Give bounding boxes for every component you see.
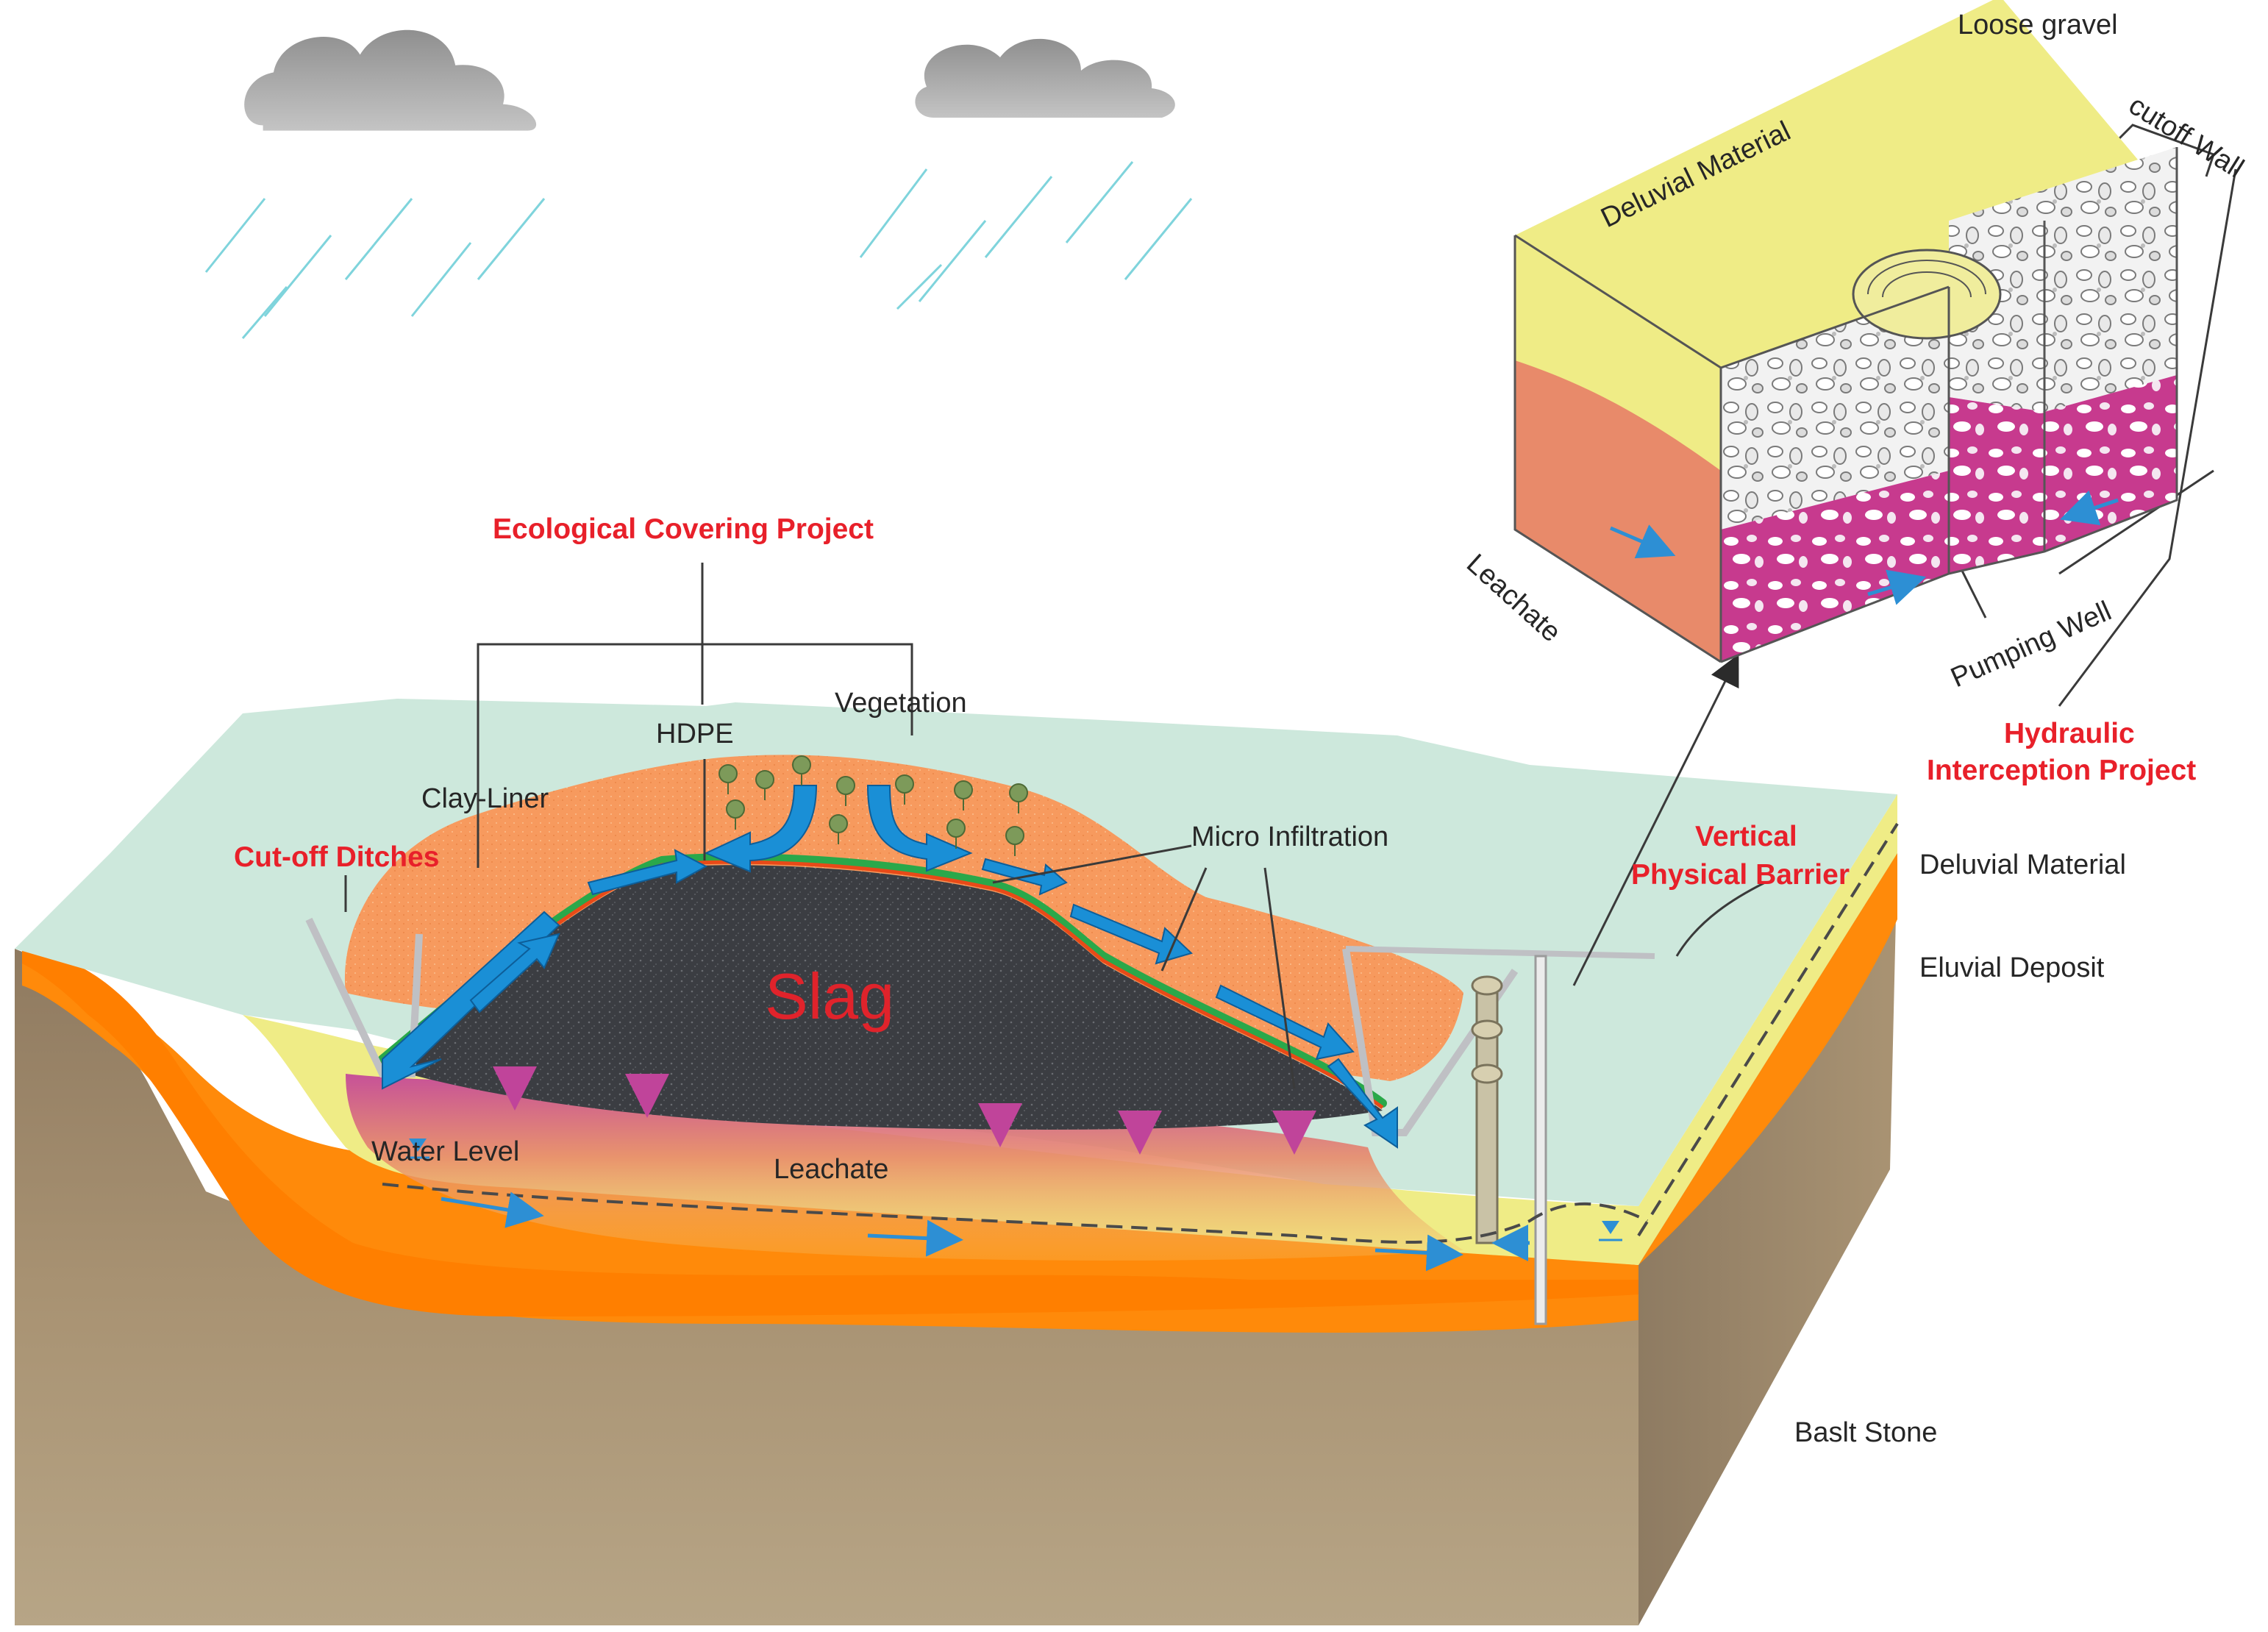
water-level-label: Water Level [371, 1136, 519, 1167]
ecological-covering-project-label: Ecological Covering Project [493, 513, 874, 545]
leachate-label: Leachate [774, 1154, 888, 1185]
clay-liner-label: Clay-Liner [421, 783, 549, 814]
leachate-plume [346, 1074, 1463, 1261]
eluvial-deposit-front [22, 949, 1638, 1316]
vegetation-icons [718, 755, 1028, 856]
hdpe-liner [378, 853, 1387, 1108]
hdpe-label: HDPE [656, 719, 734, 749]
basalt-stone-label: Baslt Stone [1794, 1417, 1937, 1448]
cloud-right-icon [915, 38, 1175, 118]
slag-body [382, 865, 1383, 1130]
slag-label: Slag [765, 960, 894, 1033]
inset-leachate-label: Leachate [1461, 548, 1566, 648]
leader-lines [344, 124, 2237, 1089]
rain-right-icon [859, 161, 1193, 310]
vertical-physical-barrier [1471, 955, 1547, 1325]
cut-off-ditches-label: Cut-off Ditches [234, 841, 439, 873]
water-level-line [382, 1183, 1648, 1244]
interception-project-label: Interception Project [1927, 755, 2196, 786]
rain-left-icon [204, 198, 546, 339]
vegetation-label: Vegetation [835, 688, 967, 719]
deluvial-material-label: Deluvial Material [1919, 849, 2126, 880]
loose-gravel-label: Loose gravel [1958, 10, 2118, 40]
micro-infiltration-label: Micro Infiltration [1191, 822, 1388, 852]
eluvial-deposit-layer [22, 853, 1897, 1333]
physical-barrier-label: Physical Barrier [1631, 859, 1850, 891]
groundwater-flow-arrows [441, 1191, 1530, 1272]
eluvial-deposit-label: Eluvial Deposit [1919, 952, 2105, 983]
water-level-symbol-icon [406, 1139, 1622, 1241]
pumping-well-label: Pumping Well [1947, 596, 2117, 694]
infiltration-arrows [493, 883, 1316, 1155]
inset-block [1513, 0, 2178, 663]
cloud-left-icon [244, 29, 537, 131]
hydraulic-label: Hydraulic [2004, 718, 2135, 749]
vertical-label: Vertical [1695, 821, 1797, 852]
